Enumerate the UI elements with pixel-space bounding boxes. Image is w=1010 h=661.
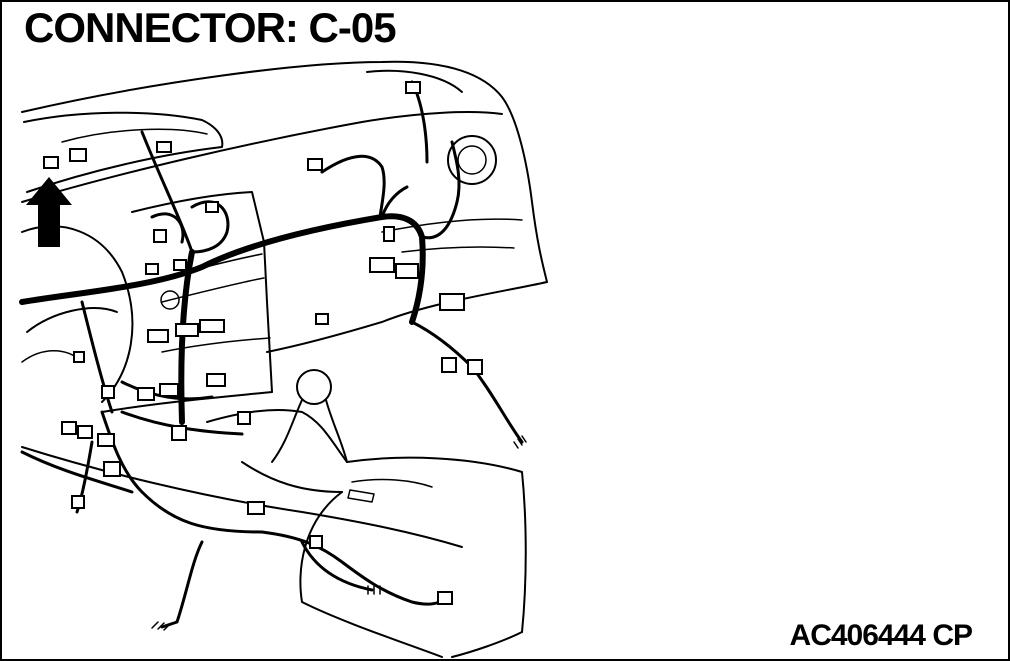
connector bbox=[175, 323, 199, 337]
connector bbox=[71, 495, 85, 509]
connector bbox=[145, 263, 159, 275]
connector bbox=[156, 141, 172, 153]
connector bbox=[171, 425, 187, 441]
connector bbox=[103, 461, 121, 477]
connector bbox=[439, 293, 465, 311]
connector bbox=[369, 257, 395, 273]
connector bbox=[101, 385, 115, 399]
connector bbox=[247, 501, 265, 515]
wire-break-marks bbox=[151, 435, 527, 631]
connector bbox=[307, 158, 323, 171]
connector bbox=[205, 201, 219, 213]
connector bbox=[315, 313, 329, 325]
connector bbox=[467, 359, 483, 375]
connector bbox=[137, 387, 155, 401]
connector bbox=[153, 229, 167, 243]
connector bbox=[395, 263, 419, 279]
connector bbox=[199, 319, 225, 333]
connector bbox=[206, 373, 226, 387]
connector-group bbox=[43, 81, 483, 605]
connector bbox=[437, 591, 453, 605]
connector bbox=[97, 433, 115, 447]
connector bbox=[441, 357, 457, 373]
connector bbox=[405, 81, 421, 94]
page-title: CONNECTOR: C-05 bbox=[24, 4, 397, 51]
connector bbox=[237, 411, 251, 425]
main-harness bbox=[19, 80, 524, 629]
arrow-up-icon bbox=[26, 177, 72, 247]
connector bbox=[69, 148, 87, 162]
connector bbox=[383, 226, 395, 242]
connector bbox=[147, 329, 169, 343]
instrument-panel-outline bbox=[21, 60, 548, 658]
connector bbox=[77, 425, 93, 439]
figure-code: AC406444 CP bbox=[789, 619, 973, 652]
connector bbox=[61, 421, 77, 435]
connector bbox=[159, 383, 179, 397]
connector-c-05 bbox=[43, 156, 59, 169]
connector bbox=[73, 351, 85, 363]
connector bbox=[309, 535, 323, 549]
connector bbox=[173, 259, 187, 271]
